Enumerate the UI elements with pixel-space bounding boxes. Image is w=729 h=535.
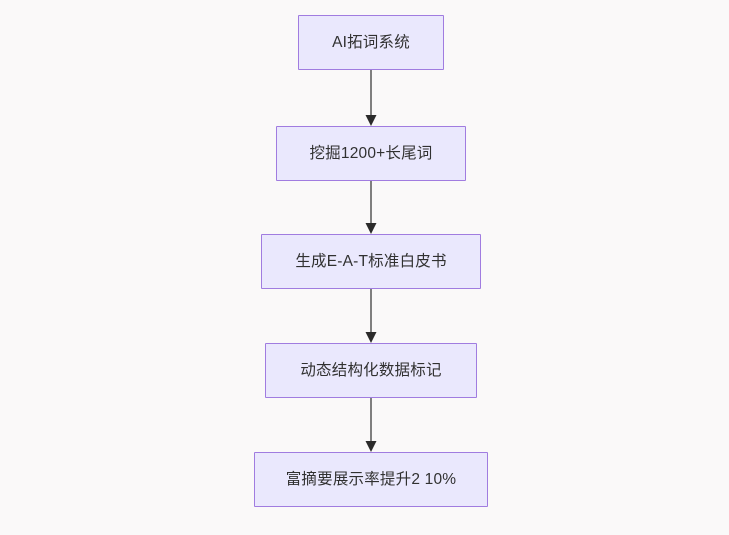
flow-node-label: AI拓词系统 bbox=[332, 33, 410, 51]
flow-node-label: 富摘要展示率提升2 10% bbox=[285, 470, 457, 488]
arrowhead-icon bbox=[365, 332, 377, 343]
flow-node-dynamic-structured-data-markup[interactable]: 动态结构化数据标记 bbox=[265, 343, 477, 398]
edge-node4-to-node5 bbox=[365, 395, 377, 452]
edge-node1-to-node2 bbox=[365, 68, 377, 126]
arrowhead-icon bbox=[365, 223, 377, 234]
flow-node-rich-snippet-impression-lift[interactable]: 富摘要展示率提升2 10% bbox=[254, 452, 488, 507]
flow-node-label: 生成E-A-T标准白皮书 bbox=[295, 252, 447, 270]
flow-node-label: 动态结构化数据标记 bbox=[300, 361, 442, 379]
flow-node-mine-longtail-keywords[interactable]: 挖掘1200+长尾词 bbox=[276, 126, 466, 181]
flow-node-ai-keyword-system[interactable]: AI拓词系统 bbox=[298, 15, 444, 70]
flow-node-label: 挖掘1200+长尾词 bbox=[309, 144, 433, 162]
flow-node-generate-eat-whitepaper[interactable]: 生成E-A-T标准白皮书 bbox=[261, 234, 481, 289]
edge-node3-to-node4 bbox=[365, 286, 377, 343]
edge-node2-to-node3 bbox=[365, 178, 377, 234]
arrowhead-icon bbox=[365, 115, 377, 126]
arrowhead-icon bbox=[365, 441, 377, 452]
